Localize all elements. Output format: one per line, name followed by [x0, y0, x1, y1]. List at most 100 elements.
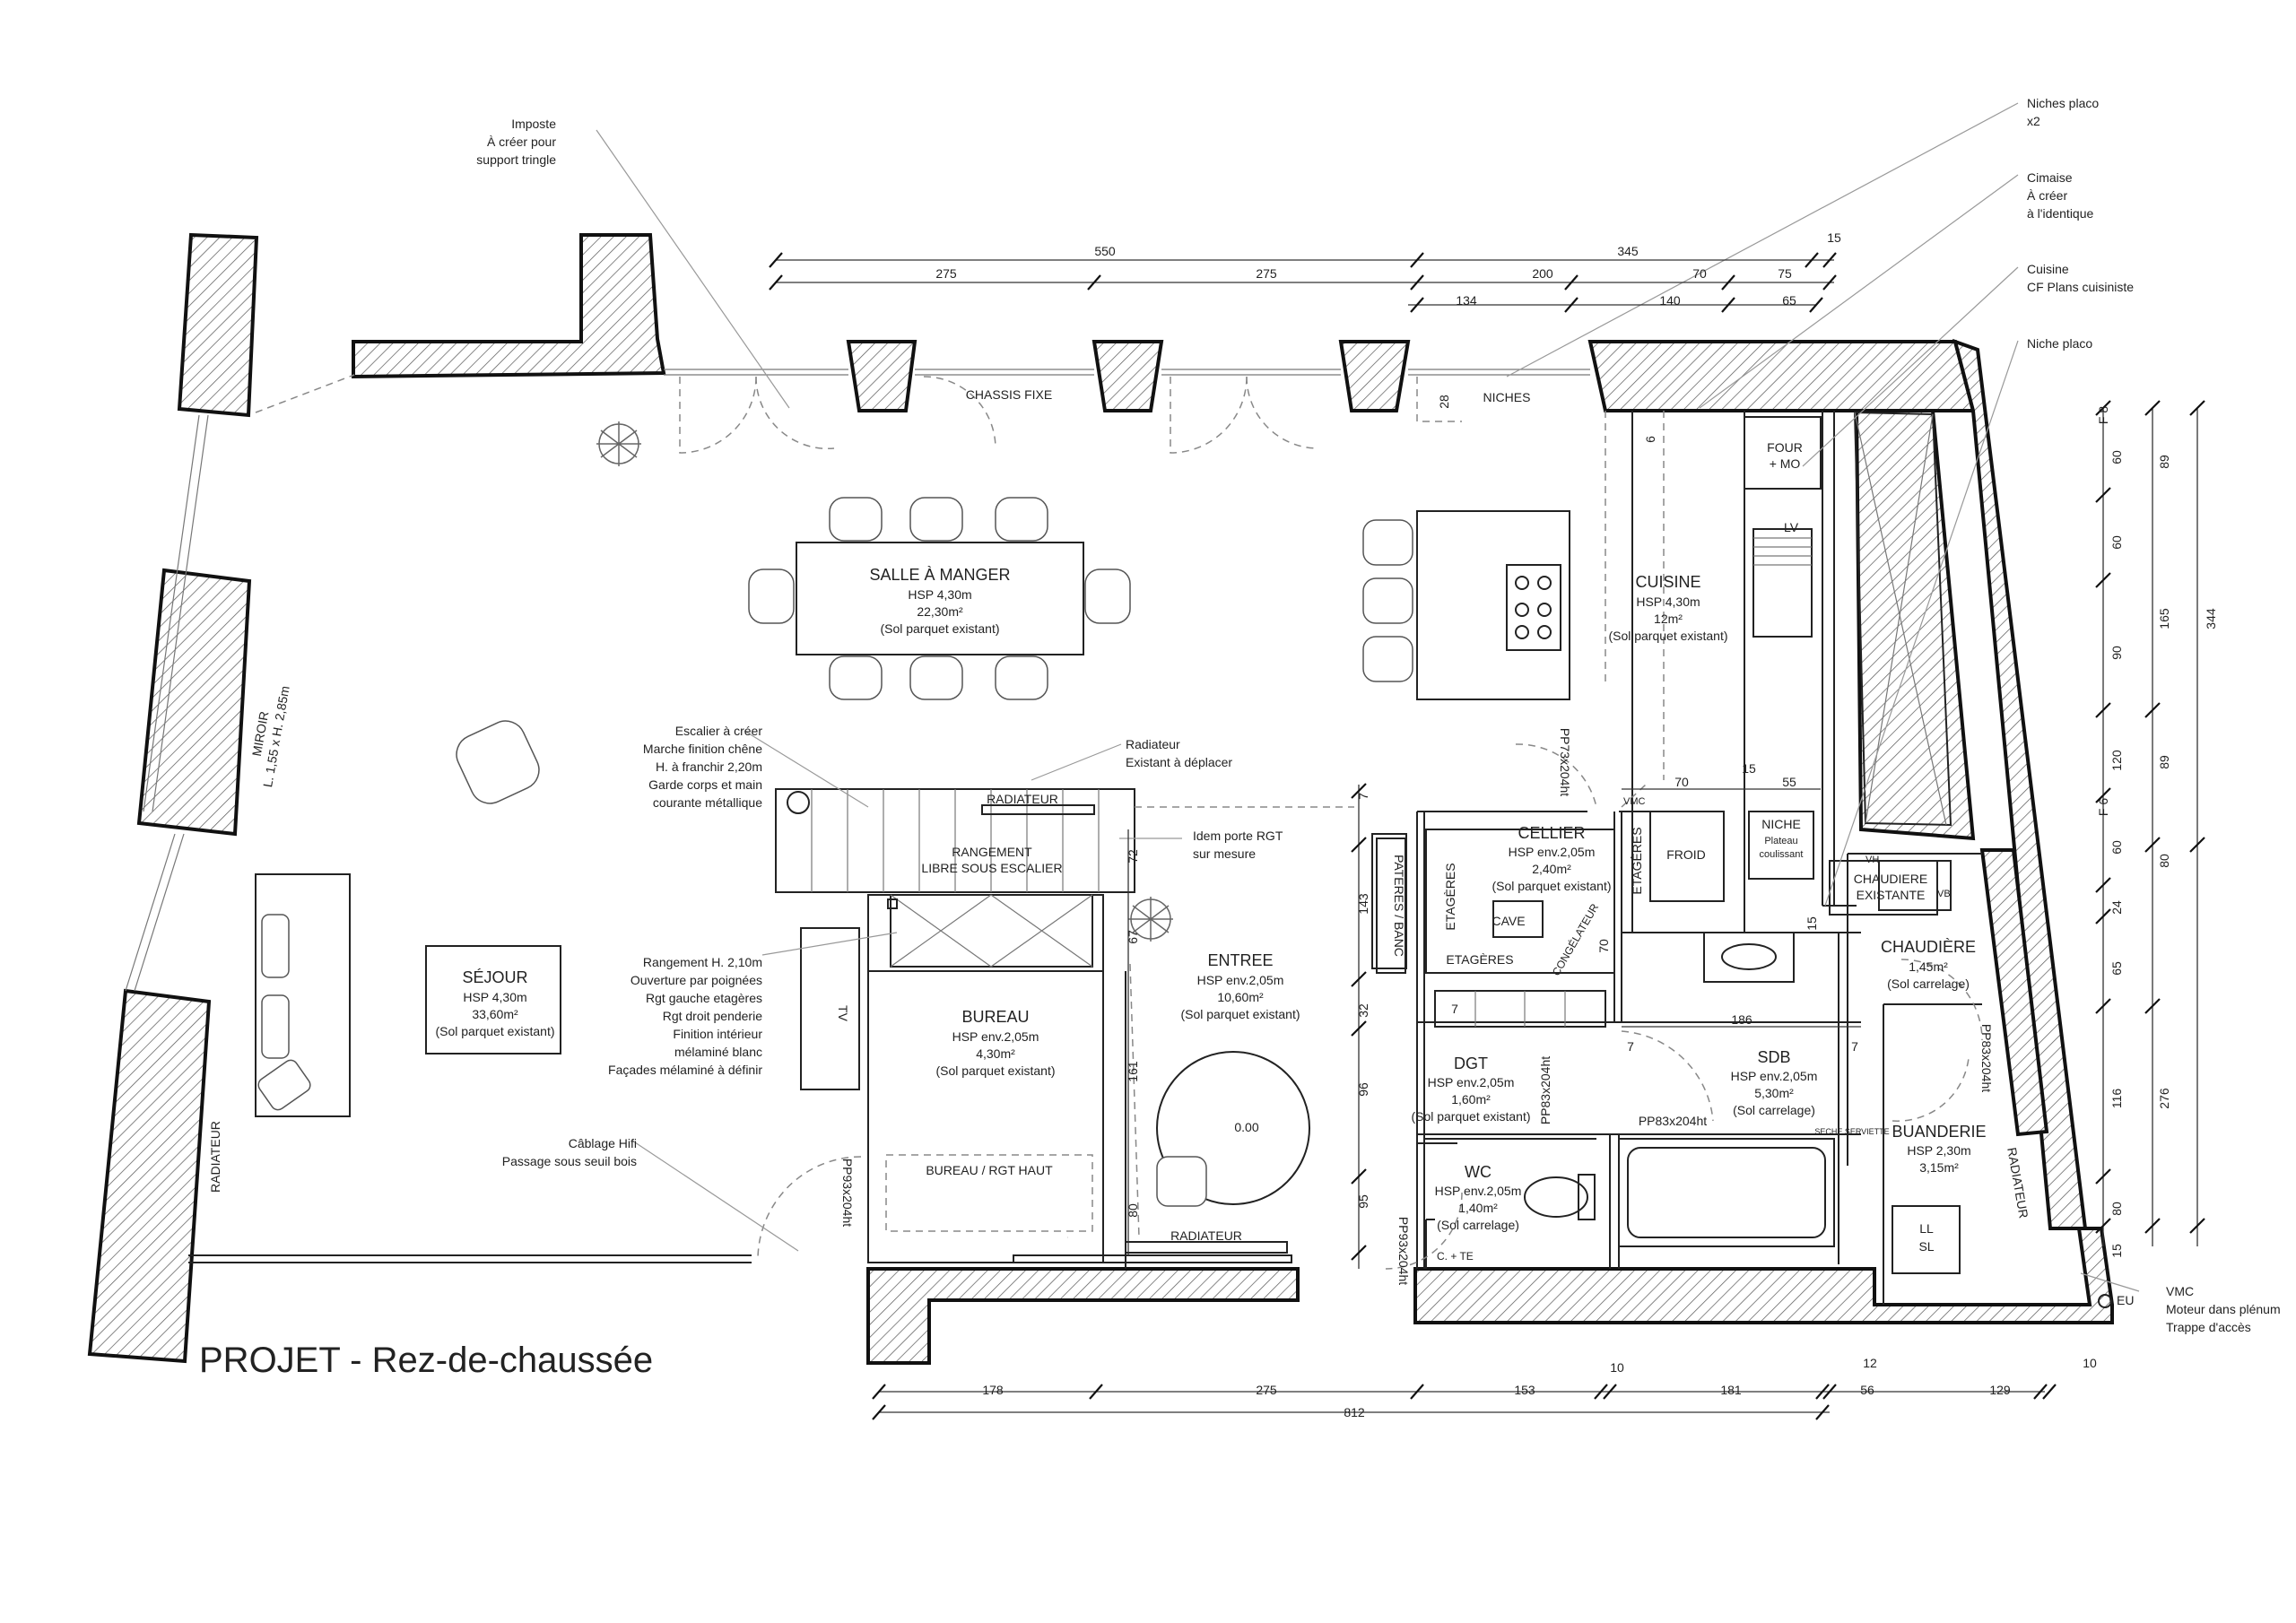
label-door-bureau: PP93x204ht — [840, 1159, 855, 1227]
pillar-2 — [1091, 340, 1164, 412]
svg-text:95: 95 — [1356, 1194, 1370, 1209]
svg-text:200: 200 — [1532, 266, 1553, 281]
svg-text:7: 7 — [1627, 1039, 1634, 1054]
label-niches: NICHES — [1483, 390, 1531, 404]
svg-text:120: 120 — [2109, 750, 2124, 771]
leader-lines — [596, 102, 2140, 1292]
wall-top-left-l — [352, 233, 666, 379]
svg-text:178: 178 — [982, 1383, 1004, 1397]
svg-text:275: 275 — [935, 266, 957, 281]
label-chassis-fixe: CHASSIS FIXE — [966, 387, 1052, 402]
svg-text:276: 276 — [2157, 1088, 2171, 1109]
svg-text:275: 275 — [1256, 266, 1277, 281]
svg-text:67: 67 — [1126, 930, 1140, 944]
svg-text:550: 550 — [1094, 244, 1116, 258]
label-f6: F 6 — [2096, 798, 2110, 816]
svg-text:65: 65 — [1782, 293, 1796, 308]
walls — [87, 232, 2114, 1365]
svg-text:143: 143 — [1356, 893, 1370, 915]
wall-right-outer — [1952, 338, 2088, 1230]
pillar-3 — [1338, 340, 1411, 412]
label-four-mo: FOUR+ MO — [1767, 440, 1803, 471]
label-lv: LV — [1784, 520, 1799, 534]
svg-text:60: 60 — [2109, 450, 2124, 464]
label-radiateur-left: RADIATEUR — [208, 1121, 222, 1193]
wall-bottom-right — [1413, 1227, 2114, 1324]
svg-text:7: 7 — [1451, 1002, 1458, 1016]
wall-left-top — [177, 232, 259, 418]
svg-text:55: 55 — [1782, 775, 1796, 789]
label-etageres-vertical-2: ETAGÈRES — [1630, 827, 1644, 894]
label-f8: F 8 — [2096, 406, 2110, 424]
svg-text:165: 165 — [2157, 608, 2171, 629]
svg-text:89: 89 — [2157, 455, 2171, 469]
svg-text:12: 12 — [1863, 1356, 1877, 1370]
svg-text:80: 80 — [1126, 1203, 1140, 1218]
svg-text:60: 60 — [2109, 535, 2124, 550]
dimension-lines — [769, 252, 2205, 1420]
label-vh: VH — [1866, 855, 1879, 865]
door-swings — [255, 374, 1983, 1270]
svg-text:72: 72 — [1126, 849, 1140, 864]
label-radiateur-right: RADIATEUR — [2005, 1146, 2031, 1219]
svg-text:15: 15 — [1742, 761, 1756, 776]
svg-text:10: 10 — [1610, 1360, 1624, 1375]
label-table-round: 0.00 — [1234, 1120, 1258, 1134]
svg-text:161: 161 — [1126, 1061, 1140, 1082]
svg-text:129: 129 — [1989, 1383, 2011, 1397]
label-radiateur-bottom: RADIATEUR — [1170, 1228, 1242, 1243]
interior-lines — [125, 369, 1982, 1305]
svg-text:7: 7 — [1356, 793, 1370, 800]
svg-text:153: 153 — [1514, 1383, 1535, 1397]
svg-text:15: 15 — [1805, 916, 1819, 931]
svg-text:134: 134 — [1456, 293, 1477, 308]
svg-text:65: 65 — [2109, 961, 2124, 976]
label-radiateur-top: RADIATEUR — [987, 792, 1058, 806]
svg-text:345: 345 — [1617, 244, 1639, 258]
note-niche-placo: Niche placo — [2027, 336, 2092, 351]
svg-text:90: 90 — [2109, 646, 2124, 660]
svg-text:70: 70 — [1692, 266, 1707, 281]
label-miroir: MIROIRL. 1,55 x H. 2,85m — [244, 682, 291, 789]
svg-text:75: 75 — [1778, 266, 1792, 281]
label-etageres-vertical: ETAGÈRES — [1443, 863, 1457, 930]
label-congelateur: CONGÉLATEUR — [1549, 901, 1601, 978]
label-door-dgt: PP83x204ht — [1538, 1056, 1552, 1124]
label-eu: EU — [2117, 1293, 2134, 1307]
svg-text:186: 186 — [1731, 1012, 1752, 1027]
svg-text:80: 80 — [2109, 1202, 2124, 1216]
label-etageres: ETAGÈRES — [1446, 952, 1513, 967]
wall-right-inner — [1854, 409, 1976, 841]
svg-text:6: 6 — [1643, 436, 1657, 443]
svg-text:56: 56 — [1860, 1383, 1874, 1397]
svg-text:28: 28 — [1437, 395, 1451, 409]
wall-top-right — [1587, 340, 1976, 412]
svg-text:275: 275 — [1256, 1383, 1277, 1397]
svg-text:80: 80 — [2157, 854, 2171, 868]
svg-text:344: 344 — [2204, 608, 2218, 629]
label-door-wc: PP93x204ht — [1396, 1217, 1411, 1285]
wall-left-bottom — [87, 988, 212, 1364]
label-door-cellier: PP73x204ht — [1558, 728, 1572, 796]
svg-text:116: 116 — [2109, 1089, 2124, 1109]
svg-text:70: 70 — [1596, 939, 1611, 953]
svg-text:96: 96 — [1356, 1082, 1370, 1097]
